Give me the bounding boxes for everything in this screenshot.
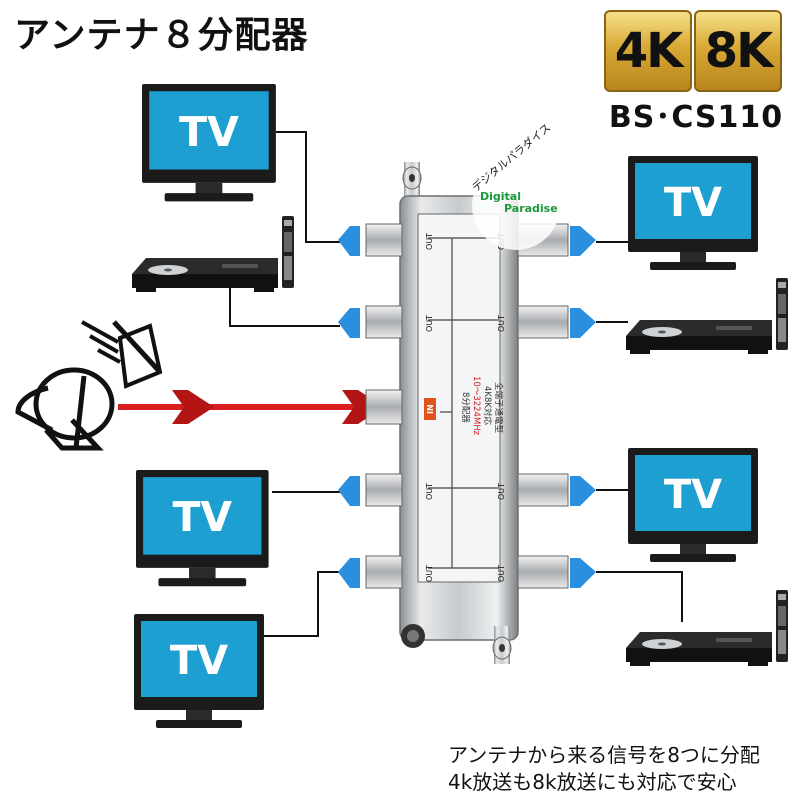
port-label-in: IN <box>426 404 435 414</box>
port-label-out-4: OUT <box>425 565 434 582</box>
spec-line-3: 4K8K対応 <box>482 386 493 425</box>
output-signal-arrows <box>338 226 596 588</box>
page-title: アンテナ８分配器 <box>14 15 309 56</box>
caption-line-1: アンテナから来る信号を8つに分配 <box>448 743 760 767</box>
recorder-right-top <box>626 278 788 354</box>
splitter-device <box>399 162 519 664</box>
brand-en-1: Digital <box>480 190 521 203</box>
caption: アンテナから来る信号を8つに分配 4k放送も8k放送にも対応で安心 <box>448 742 794 796</box>
recorder-right-bottom <box>626 590 788 666</box>
brand-en-2: Paradise <box>504 202 558 215</box>
tv-label-4: TV <box>664 472 722 518</box>
tv-top-right: TV <box>628 156 758 270</box>
spec-line-4: 全端子通電型 <box>493 382 504 434</box>
port-label-out-8: OUT <box>497 565 506 582</box>
tv-label-5: TV <box>170 638 228 684</box>
tv-mid-left: TV <box>136 470 269 587</box>
tv-bottom-left: TV <box>134 614 264 728</box>
badge-8k: 8K <box>694 10 782 92</box>
tv-top-left: TV <box>142 84 276 202</box>
badge-8k-label: 8K <box>704 23 774 79</box>
port-label-out-2: OUT <box>425 315 434 332</box>
tv-label-1: TV <box>179 108 239 156</box>
brand-seal: デジタルパラダイス Digital Paradise <box>469 120 560 250</box>
tv-label-2: TV <box>664 180 722 226</box>
recorder-left <box>132 216 294 292</box>
spec-line-2: 10～3224MHz <box>471 376 481 436</box>
tv-mid-right: TV <box>628 448 758 562</box>
port-label-out-1: OUT <box>425 233 434 250</box>
badge-4k: 4K <box>604 10 692 92</box>
port-label-out-6: OUT <box>497 315 506 332</box>
port-connectors <box>365 223 569 589</box>
input-signal-arrow <box>118 390 384 424</box>
port-label-out-3: OUT <box>425 483 434 500</box>
caption-line-2: 4k放送も8k放送にも対応で安心 <box>448 770 737 794</box>
port-label-out-7: OUT <box>497 483 506 500</box>
in-port-badge <box>424 398 436 420</box>
badge-4k-label: 4K <box>614 23 684 79</box>
cable-lines <box>229 131 683 637</box>
device-spec-text: 8分配器 10～3224MHz 4K8K対応 全端子通電型 <box>460 376 504 436</box>
broadcast-label: BS･CS110 <box>608 100 784 135</box>
antenna-icon <box>15 320 163 451</box>
spec-line-1: 8分配器 <box>460 392 470 423</box>
tv-label-3: TV <box>173 493 233 541</box>
